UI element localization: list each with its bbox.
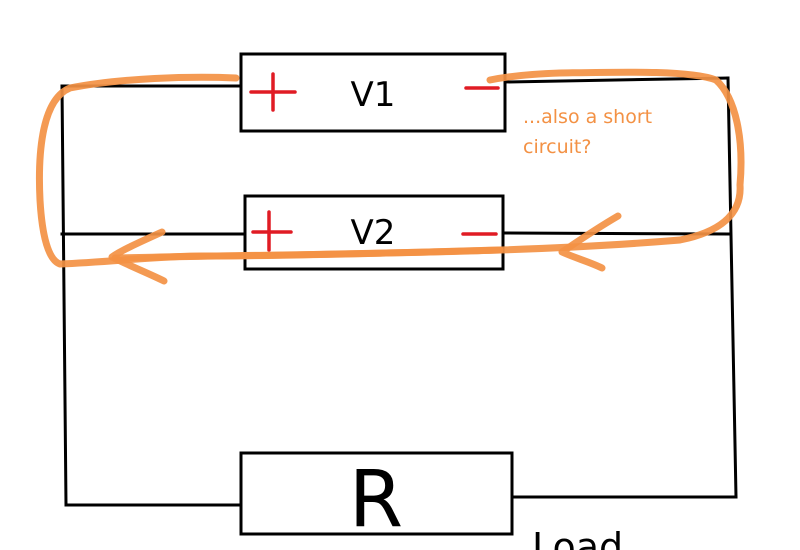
- loop-return: [111, 246, 504, 262]
- arrow-head-right-icon: [558, 212, 622, 272]
- arrow-head-left-icon: [108, 228, 168, 285]
- resistor-label: R: [349, 455, 403, 545]
- wire-left: [60, 84, 243, 507]
- resistor-r: R: [239, 451, 514, 545]
- voltage-source-v1: V1: [239, 52, 507, 133]
- load-caption: Load: [532, 525, 623, 550]
- annotation-line-1: ...also a short: [523, 106, 652, 128]
- v2-label: V2: [351, 213, 396, 253]
- annotation-line-2: circuit?: [523, 136, 591, 158]
- circuit-wires: [60, 76, 738, 507]
- v1-plus-icon: [249, 72, 297, 112]
- v2-plus-icon: [251, 210, 293, 252]
- annotation: ...also a short circuit?: [523, 106, 652, 158]
- resistor-body: [239, 451, 514, 536]
- short-circuit-loop: [35, 68, 745, 285]
- v1-label: V1: [351, 75, 396, 115]
